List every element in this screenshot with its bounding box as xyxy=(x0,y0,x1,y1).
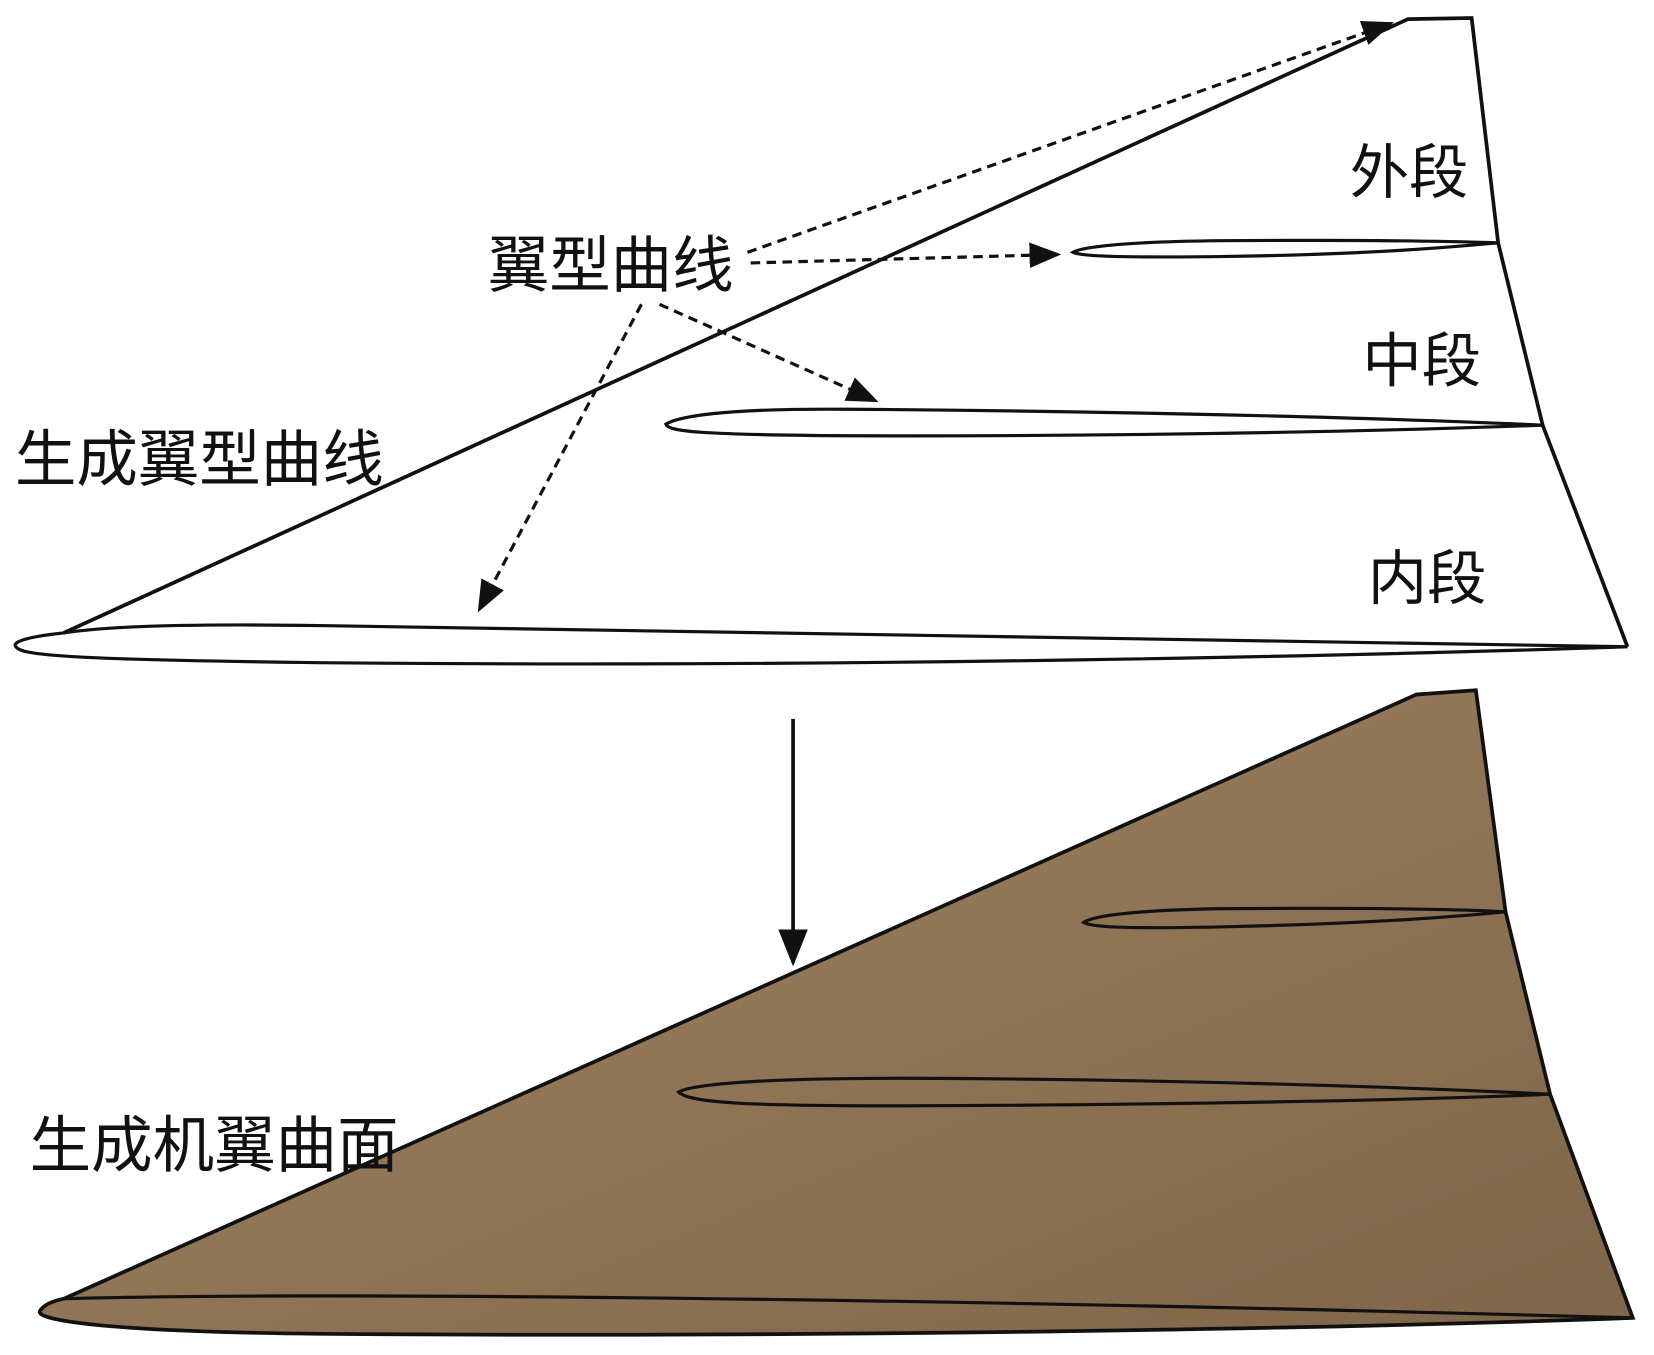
arrow-to-tip-airfoil xyxy=(746,20,1395,254)
label-outer-section: 外段 xyxy=(1350,139,1469,208)
surface-airfoil-outer xyxy=(1080,906,1506,930)
label-middle-section: 中段 xyxy=(1362,328,1481,397)
label-generate-wing-surface: 生成机翼曲面 xyxy=(30,1109,399,1181)
surface-airfoil-root xyxy=(63,1294,1633,1320)
surface-airfoil-mid xyxy=(675,1076,1551,1108)
wing-surface-bottom xyxy=(37,688,1636,1337)
airfoil-mid xyxy=(663,407,1543,438)
label-generate-airfoil-curves: 生成翼型曲线 xyxy=(15,423,384,495)
label-inner-section: 内段 xyxy=(1368,545,1487,614)
wing-surface-fill xyxy=(37,688,1636,1337)
dashed-arrows xyxy=(477,20,1395,613)
wing-planform-outline xyxy=(62,16,1630,648)
arrow-to-outer-airfoil xyxy=(750,242,1062,268)
airfoil-root xyxy=(13,623,1628,666)
arrow-to-root-airfoil xyxy=(477,303,643,613)
arrow-to-mid-airfoil xyxy=(658,302,879,403)
airfoil-outer xyxy=(1069,238,1499,259)
wing-outline-top xyxy=(13,16,1630,666)
label-airfoil-curves: 翼型曲线 xyxy=(488,229,734,301)
